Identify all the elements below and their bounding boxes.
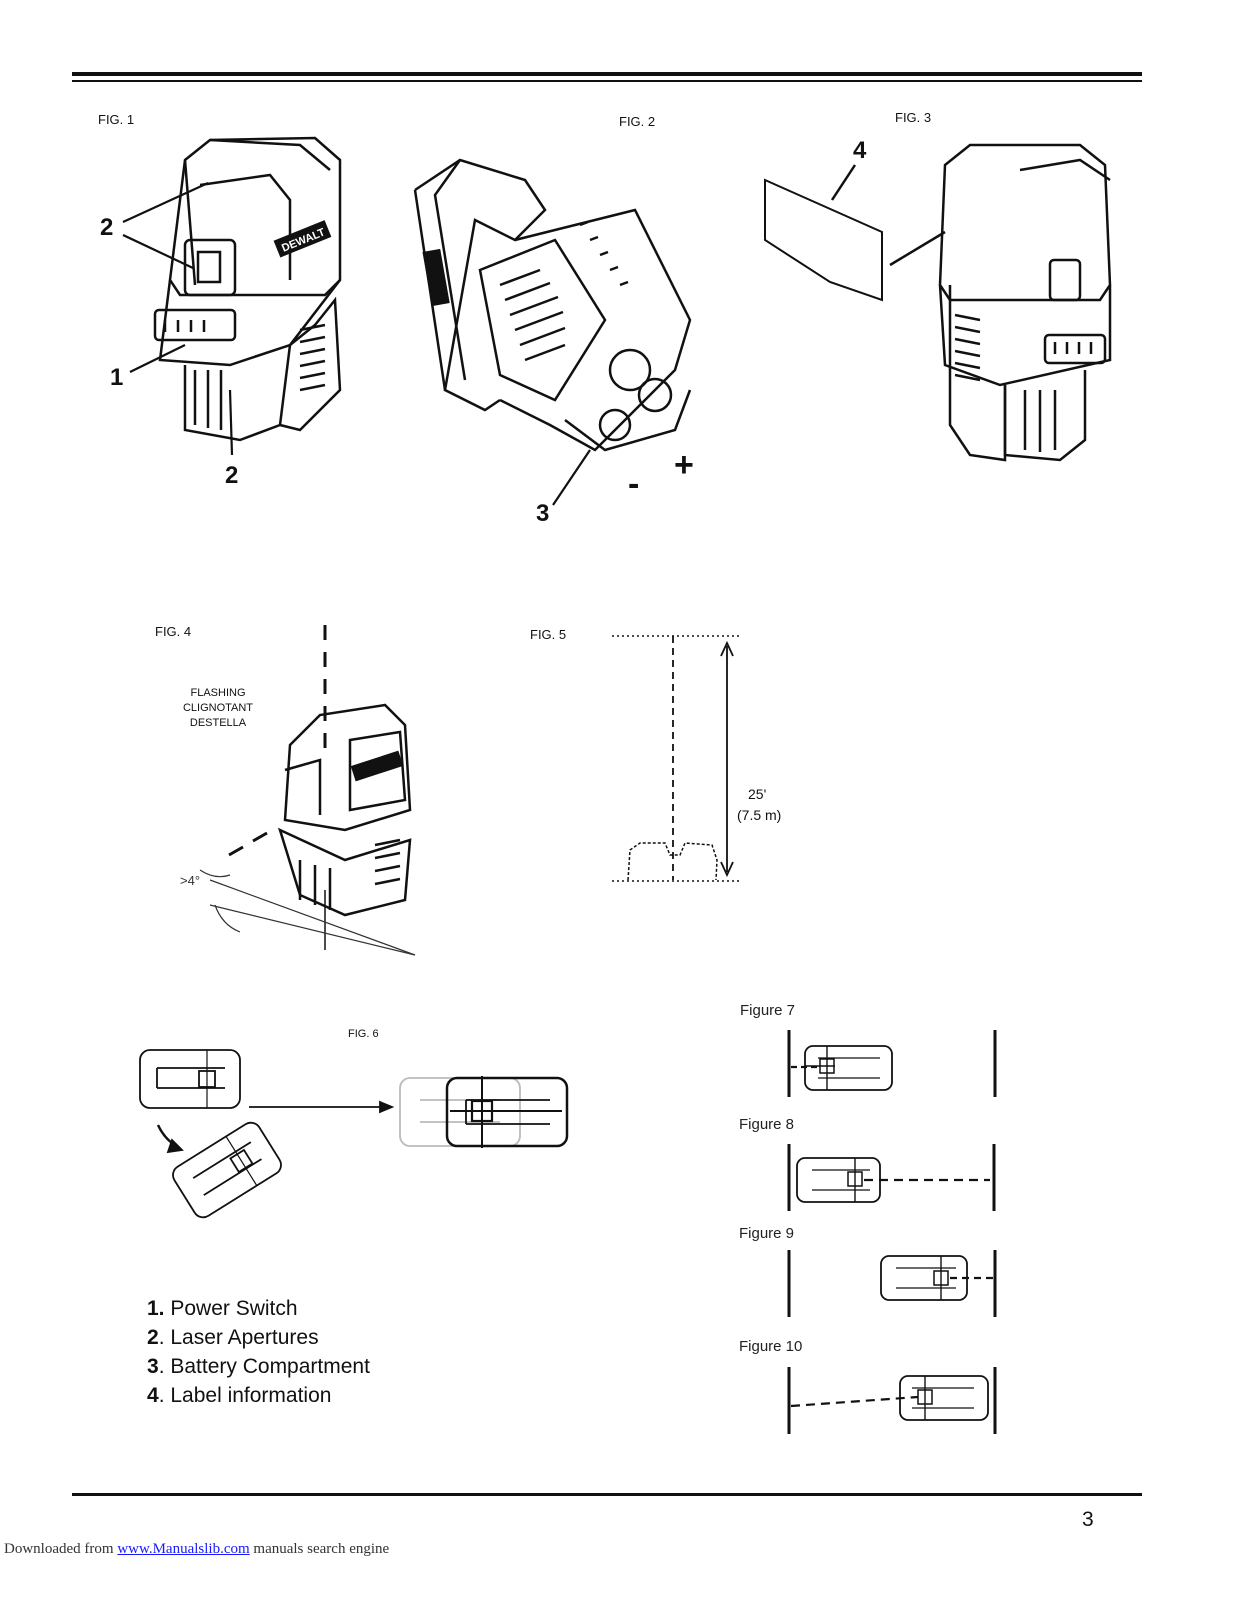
legend-item-battery-compartment: 3. Battery Compartment	[147, 1355, 370, 1378]
page-number: 3	[1082, 1508, 1094, 1531]
fig2-label: FIG. 2	[619, 114, 656, 129]
fig6-rotation-diagram	[139, 1049, 569, 1219]
fig3-laser-back-illustration	[938, 143, 1112, 462]
footer-prefix: Downloaded from	[4, 1541, 118, 1557]
fig4-clignotant: CLIGNOTANT	[182, 702, 254, 714]
fig4-status-text: FLASHING CLIGNOTANT DESTELLA	[178, 686, 258, 731]
fig2-callout-3: 3	[536, 500, 550, 527]
fig4-label: FIG. 4	[155, 624, 192, 639]
fig1-laser-illustration: DEWALT	[153, 136, 342, 442]
fig4-destella: DESTELLA	[189, 717, 247, 729]
fig2-plus-sign: +	[674, 446, 694, 484]
fig1-callout-2-bottom: 2	[225, 462, 239, 489]
legend-item-laser-apertures: 2. Laser Apertures	[147, 1326, 319, 1349]
fig2-minus-sign: -	[628, 465, 640, 503]
figure10-label: Figure 10	[739, 1338, 803, 1355]
fig6-label: FIG. 6	[348, 1028, 379, 1040]
fig2-brand-badge	[422, 248, 450, 307]
fig1-label: FIG. 1	[98, 112, 135, 127]
fig4-flashing: FLASHING	[190, 687, 246, 699]
fig2-leader-line	[552, 449, 591, 506]
fig5-distance-feet: 25'	[748, 786, 767, 802]
figure9-label: Figure 9	[739, 1225, 795, 1242]
fig1-callout-1: 1	[110, 364, 124, 391]
fig1-callout-2-top: 2	[100, 214, 114, 241]
footer-suffix: manuals search engine	[249, 1541, 390, 1557]
manualslib-link[interactable]: www.Manualslib.com	[117, 1541, 250, 1557]
fig5-distance-meters: (7.5 m)	[737, 807, 782, 823]
figure8-label: Figure 8	[739, 1116, 795, 1133]
parts-legend: 1. Power Switch 2. Laser Apertures 3. Ba…	[147, 1294, 370, 1410]
legend-item-label-information: 4. Label information	[147, 1384, 332, 1407]
top-rule-thin	[72, 80, 1142, 82]
bottom-rule	[72, 1493, 1142, 1496]
figure7-label: Figure 7	[740, 1002, 796, 1019]
fig4-angle-text: >4°	[180, 873, 201, 888]
fig5-distance-diagram	[612, 635, 740, 882]
fig3-label-card	[764, 164, 946, 302]
figures-7-10-alignment-diagrams	[787, 1030, 997, 1434]
fig2-battery-compartment-illustration	[413, 158, 692, 452]
footer: Downloaded from www.Manualslib.com manua…	[4, 1541, 389, 1558]
fig3-label: FIG. 3	[895, 110, 932, 125]
fig4-tilted-laser-illustration	[199, 625, 416, 956]
fig3-callout-4: 4	[853, 137, 867, 164]
fig4-brand-badge	[350, 750, 404, 782]
fig5-label: FIG. 5	[530, 627, 567, 642]
fig1-leader-lines	[122, 182, 234, 456]
legend-item-power-switch: 1. Power Switch	[147, 1297, 298, 1320]
top-rule-thick	[72, 72, 1142, 76]
